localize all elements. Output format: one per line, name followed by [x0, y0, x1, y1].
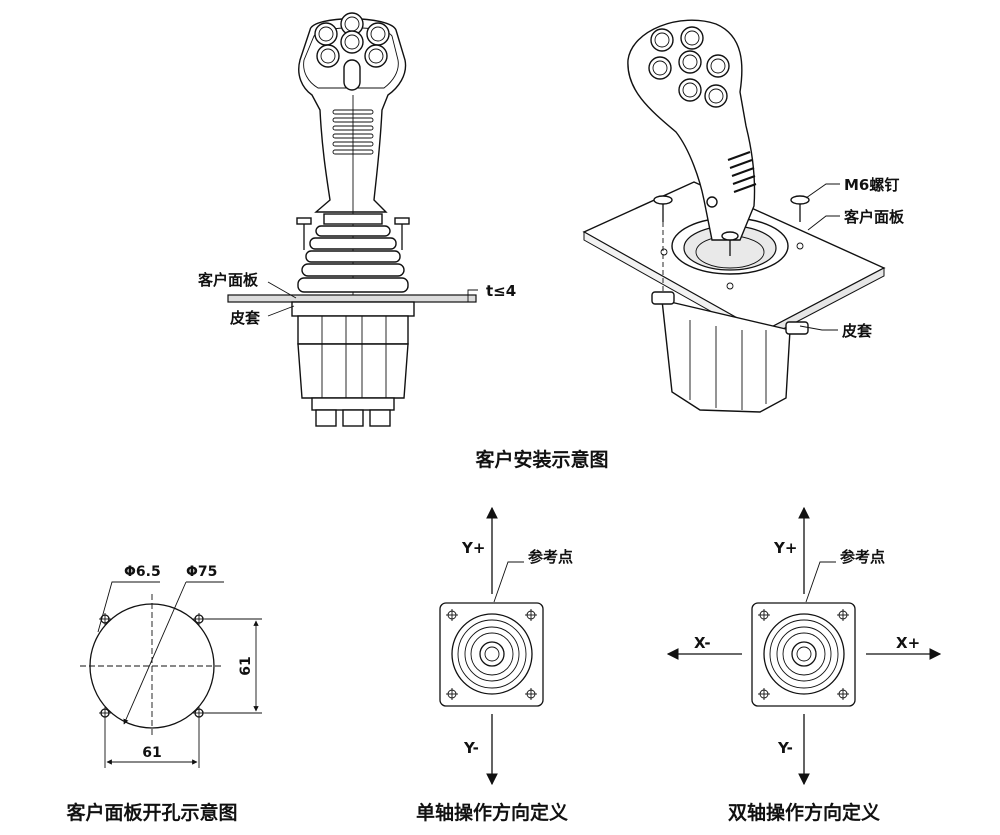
single-y-minus: Y-	[463, 739, 479, 757]
label-customer-panel: 客户面板	[197, 271, 259, 289]
perspective-ridges	[727, 151, 757, 193]
m6-screws	[653, 195, 810, 292]
mounting-holes	[99, 613, 205, 719]
caption-single-axis: 单轴操作方向定义	[416, 801, 568, 824]
perspective-buttons	[648, 26, 730, 108]
caption-install: 客户安装示意图	[475, 448, 608, 471]
single-axis-diagram: Y+ Y- 参考点	[439, 506, 573, 786]
single-axis-holes	[446, 609, 537, 700]
caption-dual-axis: 双轴操作方向定义	[728, 801, 880, 824]
label-thickness: t≤4	[486, 282, 516, 300]
caption-panel-hole: 客户面板开孔示意图	[66, 801, 237, 824]
dim-cutout-diameter: Φ75	[186, 564, 217, 580]
dim-vertical-spacing: 61	[238, 656, 254, 675]
single-y-plus: Y+	[461, 539, 485, 557]
dual-x-plus: X+	[896, 634, 920, 652]
dim-hole-diameter: Φ6.5	[124, 564, 161, 580]
label-boot: 皮套	[230, 309, 261, 327]
dim-horizontal-spacing: 61	[142, 745, 161, 761]
label-reference-point-2: 参考点	[840, 548, 885, 566]
dual-y-plus: Y+	[773, 539, 797, 557]
grip-buttons	[314, 12, 390, 91]
perspective-joystick: M6螺钉 客户面板 皮套	[582, 19, 905, 413]
bellows-boot	[297, 213, 409, 293]
panel-cutout-drawing: Φ6.5 Φ75 61 61	[80, 564, 262, 768]
label-customer-panel-right: 客户面板	[843, 208, 905, 226]
label-reference-point: 参考点	[528, 548, 573, 566]
dual-axis-holes	[758, 609, 849, 700]
label-boot-right: 皮套	[842, 322, 873, 340]
customer-panel-front	[227, 294, 477, 303]
dual-y-minus: Y-	[777, 739, 793, 757]
dual-axis-diagram: Y+ Y- X- X+ 参考点	[666, 506, 942, 786]
dual-x-minus: X-	[694, 634, 711, 652]
front-view-joystick: 客户面板 皮套 t≤4	[197, 12, 516, 427]
label-m6-screw: M6螺钉	[844, 176, 899, 194]
